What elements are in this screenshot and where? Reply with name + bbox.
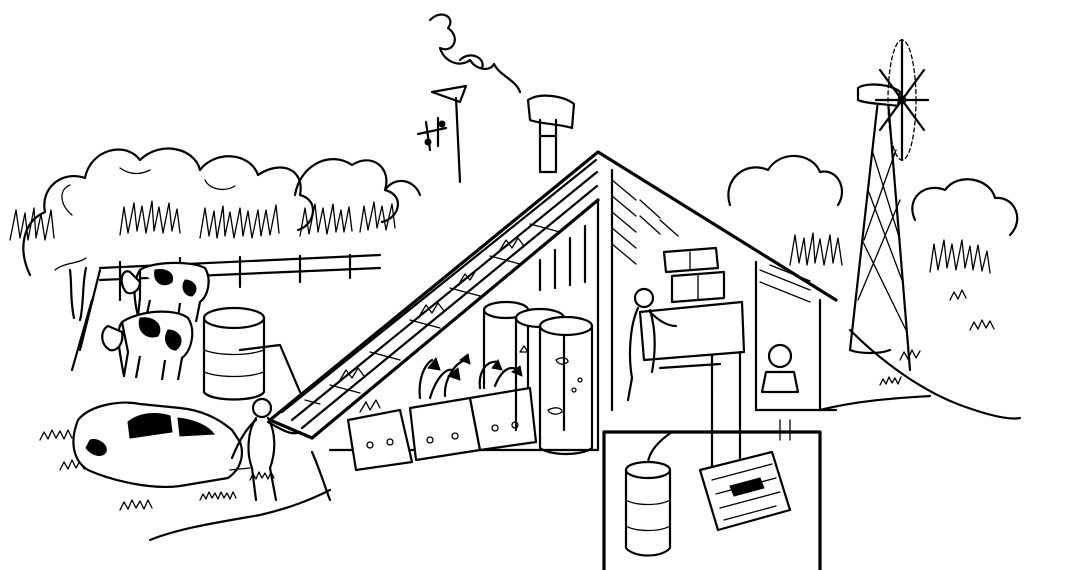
cows [102, 263, 208, 380]
side-room [756, 262, 836, 410]
car [73, 403, 250, 487]
loft [612, 170, 744, 410]
background-trees [10, 149, 420, 320]
planter-boxes [348, 354, 536, 470]
solar-roof [270, 152, 836, 438]
cellar [604, 390, 820, 570]
water-tank [204, 308, 300, 400]
weather-vane [418, 86, 466, 182]
chimney-smoke [430, 15, 574, 172]
windmill [850, 40, 928, 370]
